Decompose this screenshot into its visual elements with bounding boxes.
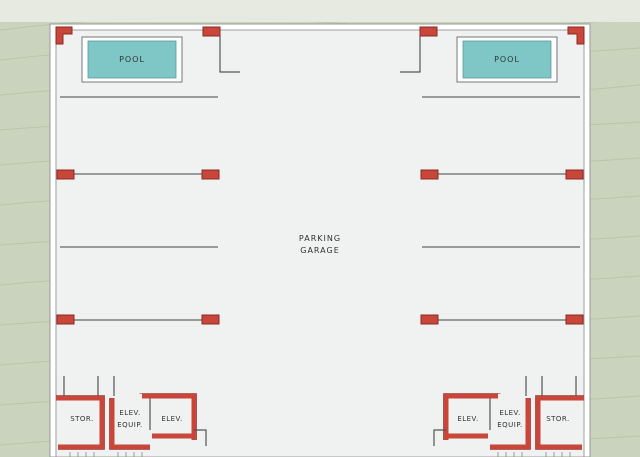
column-row2-far-left	[56, 169, 75, 180]
parking-garage-label-line2: GARAGE	[300, 246, 340, 255]
pool-right-label: POOL	[494, 55, 520, 64]
left-elevator-label: ELEV.	[161, 415, 182, 423]
left-elev-equip-label-line2: EQUIP.	[117, 421, 142, 429]
column-top-mid-left	[202, 26, 221, 37]
corner-column-top-right	[567, 26, 585, 45]
left-elev-equip-label-line1: ELEV.	[119, 409, 140, 417]
right-elev-equip-label-line2: EQUIP.	[497, 421, 522, 429]
right-elev-equip-label-line1: ELEV.	[499, 409, 520, 417]
pool-right: POOL	[456, 36, 558, 83]
right-storage-label: STOR.	[546, 415, 570, 423]
corner-column-top-left	[55, 26, 73, 45]
column-row3-far-right	[565, 314, 584, 325]
garage-floor	[55, 29, 585, 457]
right-elevator-label: ELEV.	[457, 415, 478, 423]
pool-left: POOL	[81, 36, 183, 83]
structural-columns	[55, 26, 585, 325]
column-row2-mid-left	[201, 169, 220, 180]
pool-left-label: POOL	[119, 55, 145, 64]
left-service-core: STOR. ELEV. EQUIP. ELEV.	[56, 376, 207, 457]
parking-garage-label-line1: PARKING	[299, 234, 341, 243]
column-row3-mid-right	[420, 314, 439, 325]
parking-stall-lines	[60, 96, 580, 321]
column-row3-mid-left	[201, 314, 220, 325]
column-row2-mid-right	[420, 169, 439, 180]
right-service-core: ELEV. ELEV. EQUIP. STOR.	[433, 376, 584, 457]
left-storage-label: STOR.	[70, 415, 94, 423]
ramp-walls	[219, 36, 421, 73]
column-row3-far-left	[56, 314, 75, 325]
sky-band	[0, 0, 640, 22]
column-row2-far-right	[565, 169, 584, 180]
column-top-mid-right	[419, 26, 438, 37]
